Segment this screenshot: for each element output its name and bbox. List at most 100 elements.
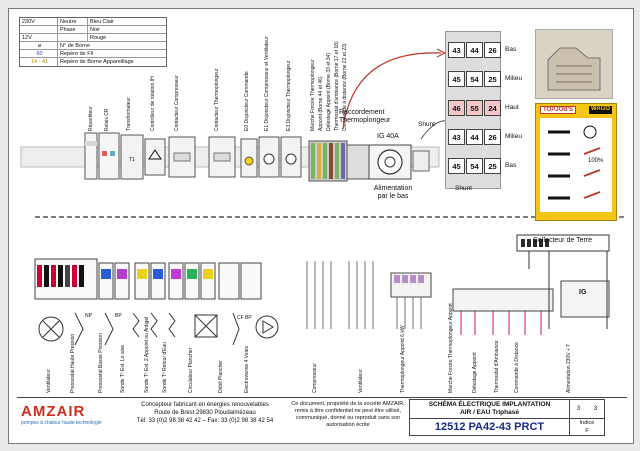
module-relais bbox=[98, 132, 120, 180]
bp-label: BP bbox=[115, 313, 122, 319]
lower-component-label: Circulateur Plancher bbox=[188, 347, 194, 393]
legend-row: Phase Noir bbox=[20, 26, 166, 34]
legend-kind: Phase bbox=[58, 26, 88, 33]
raccordement-label: Raccordement Thermoplongeur bbox=[339, 109, 390, 125]
footer-divider bbox=[17, 397, 627, 398]
module-controleur bbox=[144, 138, 166, 176]
lower-component-label: Pressostat Haute Pression bbox=[70, 333, 76, 393]
terminal-cell: 45 bbox=[448, 71, 465, 87]
percent-label: 100% bbox=[588, 158, 604, 164]
legend-fil: Repère de Fil bbox=[60, 50, 94, 57]
module-repartiteur bbox=[84, 132, 98, 180]
terminal-position-label: Milieu bbox=[505, 133, 522, 140]
ig-40a-label: IG 40A bbox=[377, 133, 399, 140]
legend-kind: Neutre bbox=[58, 18, 88, 25]
collecteur-label: Collecteur de Terre bbox=[533, 237, 593, 244]
lower-component-label: Ventilateur bbox=[46, 369, 52, 393]
terminal-strip-lower bbox=[452, 288, 554, 312]
lower-component-label: Marche Forcée Thermoplongeur Appoint bbox=[448, 303, 454, 393]
terminal-cluster bbox=[308, 140, 370, 182]
instruction-steps: 100% bbox=[540, 118, 612, 212]
borne-symbol-icon: ⌀ bbox=[20, 42, 58, 49]
title-block: SCHÉMA ÉLECTRIQUE IMPLANTATION AIR / EAU… bbox=[409, 399, 605, 436]
schema-title-1: SCHÉMA ÉLECTRIQUE IMPLANTATION bbox=[428, 401, 551, 408]
legend-row: 12V Rouge bbox=[20, 34, 166, 42]
raccordement-arrow bbox=[342, 52, 442, 130]
lower-component-label: Compresseur bbox=[312, 362, 318, 393]
wago-logo: WAGO bbox=[589, 106, 612, 114]
terminal-cell: 25 bbox=[484, 71, 501, 87]
module-transformateur: T1 bbox=[120, 134, 144, 180]
alimentation-text: Alimentation bbox=[373, 185, 413, 192]
terminal-cell: 44 bbox=[466, 129, 483, 145]
thermoplongeur-text: Thermoplongeur bbox=[339, 117, 391, 124]
schema-title-2: AIR / EAU Triphasé bbox=[460, 409, 519, 416]
lower-component-label: Débit Plancher bbox=[218, 360, 224, 393]
folio-total: 3 bbox=[593, 406, 598, 412]
terminal-cell: 45 bbox=[448, 158, 465, 174]
np-label: NP bbox=[85, 313, 92, 319]
ig-40a-switch bbox=[368, 144, 430, 180]
terminal-position-label: Bas bbox=[505, 46, 517, 53]
terminal-cell: 24 bbox=[484, 100, 501, 116]
module-disj-thermo bbox=[280, 136, 302, 178]
legend-app: Repère de Borne Appareillage bbox=[60, 59, 134, 65]
terminal-cell: 46 bbox=[448, 100, 465, 116]
schema-reference: 12512 PA42-43 PRCT bbox=[410, 419, 570, 435]
drawing-sheet: 230V Neutre Bleu Clair Phase Noir 12V Ro… bbox=[8, 8, 634, 444]
folio: 3 3 bbox=[570, 400, 604, 418]
shunt-bottom-label: Shunt bbox=[455, 185, 472, 192]
module-contacteur-thermo bbox=[208, 136, 236, 178]
lower-component-label: Ventilateur bbox=[358, 369, 364, 393]
company-tagline: pompes à chaleur haute technologie bbox=[21, 420, 102, 426]
lower-component-label: Thermoplongeur Appoint 6 kW bbox=[400, 325, 406, 393]
topjob-badge: TOPJOB'S bbox=[540, 106, 576, 114]
svg-text:T1: T1 bbox=[129, 157, 135, 163]
lower-component-label: Pressostat Basse Pression bbox=[98, 333, 104, 393]
par-le-bas-text: par le bas bbox=[377, 193, 409, 200]
terminal-position-label: Haut bbox=[505, 104, 519, 111]
ig-lower-box bbox=[560, 280, 610, 318]
company-logo: AMZAIR pompes à chaleur haute technologi… bbox=[21, 403, 115, 426]
terminal-cell: 54 bbox=[466, 158, 483, 174]
legend-row: 60 Repère de Fil bbox=[20, 50, 166, 58]
company-info: Concepteur fabricant en énergies renouve… bbox=[121, 401, 289, 425]
legend-color: Noir bbox=[90, 26, 101, 33]
legend-row: 14 · 41 Repère de Borne Appareillage bbox=[20, 58, 166, 66]
wago-instruction-panel: TOPJOB'S WAGO 100% bbox=[535, 103, 617, 221]
company-address: Route de Brest 29830 Ploudalmézeau bbox=[154, 410, 256, 416]
company-phone: Tél: 33 (0)2 98 38 42 42 – Fax: 33 (0)2 … bbox=[136, 418, 274, 424]
folio-number: 3 bbox=[576, 406, 581, 412]
lower-component-label: Electrovanne 4 Voies bbox=[244, 346, 250, 393]
wago-product-image bbox=[535, 29, 613, 99]
lower-component-label: Sonde Tº Ext. 2 Appoint ou Antigel bbox=[144, 316, 150, 393]
legend-color: Bleu Clair bbox=[90, 18, 114, 25]
ig-lower-label: IG bbox=[579, 289, 587, 296]
legend-color: Rouge bbox=[90, 34, 107, 41]
indice-label: Indice bbox=[579, 420, 595, 426]
legend-borne: N° de Borne bbox=[60, 42, 91, 49]
lower-component-label: Sonde Tº Ext. Lo aise bbox=[120, 344, 126, 393]
terminal-cell: 44 bbox=[466, 42, 483, 58]
company-desc: Concepteur fabricant en énergies renouve… bbox=[141, 402, 269, 408]
module-contacteur-comp bbox=[168, 136, 196, 178]
indice-value: F bbox=[585, 428, 589, 434]
module-disj-comp bbox=[258, 136, 280, 178]
lower-component-label: Alimentation 230V + T bbox=[566, 343, 572, 393]
legend-kind bbox=[58, 34, 88, 41]
wiring-diagram: T1 bbox=[20, 48, 624, 346]
legend-fil-code: 60 bbox=[20, 50, 58, 57]
legend-row: 230V Neutre Bleu Clair bbox=[20, 18, 166, 26]
lower-component-label: Thermostat d'Ambiance bbox=[494, 340, 500, 393]
indice-box: Indice F bbox=[570, 419, 604, 435]
company-name: AMZAIR bbox=[21, 403, 86, 420]
terminal-cell: 26 bbox=[484, 129, 501, 145]
module-disj-commande bbox=[240, 138, 258, 178]
lower-component-label: Commande à Distance bbox=[514, 342, 520, 393]
wire-legend: 230V Neutre Bleu Clair Phase Noir 12V Ro… bbox=[19, 17, 167, 67]
terminal-cell: 43 bbox=[448, 42, 465, 58]
legend-row: ⌀ N° de Borne bbox=[20, 42, 166, 50]
terminal-cell: 26 bbox=[484, 42, 501, 58]
shunt-label: Shunt bbox=[418, 121, 435, 128]
